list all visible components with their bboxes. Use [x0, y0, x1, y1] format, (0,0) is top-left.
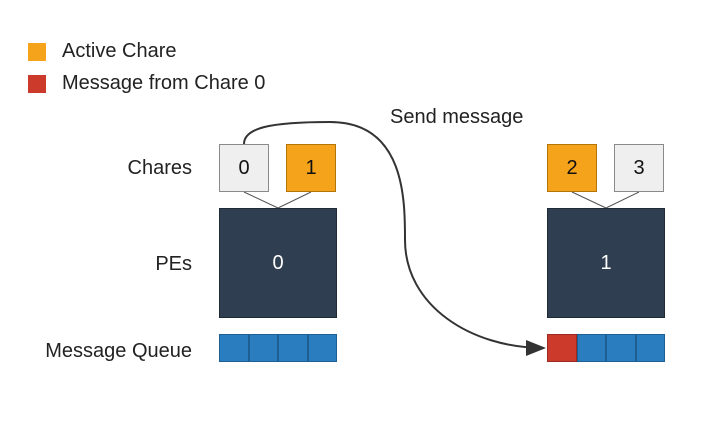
active-chare-swatch	[28, 42, 46, 61]
message-queue-1	[547, 334, 665, 362]
legend-item-active-chare: Active Chare	[28, 40, 177, 63]
pes-label: PEs	[155, 253, 192, 275]
queue-slot	[307, 334, 337, 362]
queue-slot	[278, 334, 308, 362]
chares-label: Chares	[127, 157, 192, 179]
queue-slot	[248, 334, 278, 362]
pe-1: 1	[547, 208, 665, 318]
chare-1: 1	[286, 144, 336, 192]
legend-label: Message from Chare 0	[62, 72, 266, 94]
chare-2: 2	[547, 144, 597, 192]
message-swatch	[28, 74, 46, 93]
chare-3: 3	[614, 144, 664, 192]
queue-slot	[606, 334, 636, 362]
legend-label: Active Chare	[62, 40, 177, 62]
chare-2-connector	[571, 191, 607, 209]
queue-slot-message	[547, 334, 577, 362]
send-message-label: Send message	[390, 106, 524, 128]
message-queue-label: Message Queue	[45, 340, 192, 362]
queue-slot	[635, 334, 665, 362]
chare-3-connector	[605, 191, 640, 209]
message-queue-0	[219, 334, 337, 362]
legend-item-message: Message from Chare 0	[28, 72, 265, 95]
queue-slot	[576, 334, 606, 362]
queue-slot	[219, 334, 249, 362]
chare-0: 0	[219, 144, 269, 192]
chare-0-connector	[243, 191, 279, 209]
pe-0: 0	[219, 208, 337, 318]
chare-1-connector	[277, 191, 312, 209]
